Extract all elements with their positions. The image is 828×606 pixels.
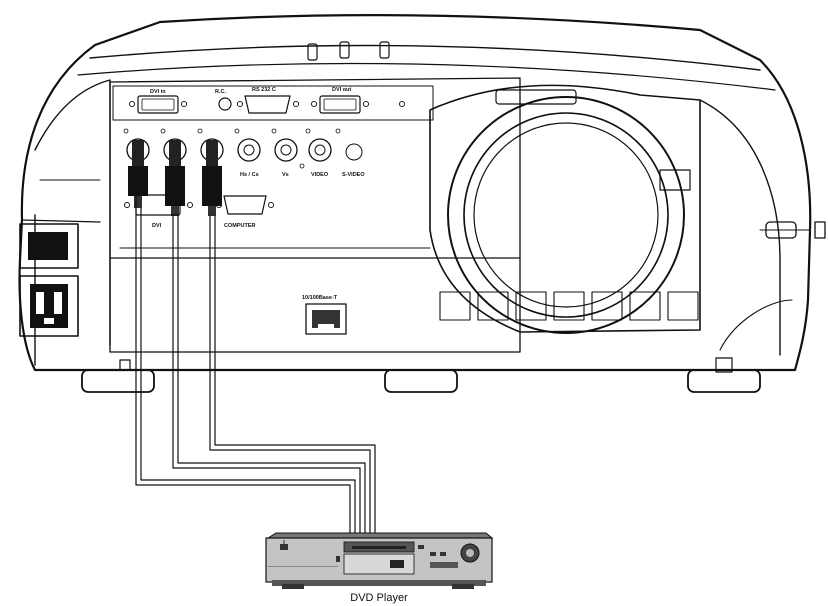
label-dvi-out: DVI out <box>332 87 351 93</box>
display-panel <box>343 553 415 575</box>
label-hs-cs: Hs / Cs <box>240 172 259 178</box>
power-button-icon <box>280 544 288 550</box>
label-dvi-in: DVI in <box>150 89 166 95</box>
label-computer: COMPUTER <box>224 223 256 229</box>
svideo-port <box>345 143 363 161</box>
dvd-player <box>265 532 494 589</box>
projector-feet <box>81 357 761 393</box>
label-video: VIDEO <box>311 172 329 178</box>
computer-port <box>215 195 275 215</box>
power-inlet <box>19 275 79 337</box>
label-rs232c: RS 232 C <box>252 87 276 93</box>
dvd-player-caption: DVD Player <box>350 592 408 604</box>
dvi-out-port <box>310 95 406 114</box>
network-port <box>305 303 347 335</box>
dvi-in-port <box>128 95 188 114</box>
label-svideo: S-VIDEO <box>342 172 365 178</box>
rc-port <box>218 97 232 111</box>
label-dvi: DVI <box>152 223 162 229</box>
rs232c-port <box>236 95 300 114</box>
label-vs: Vs <box>282 172 289 178</box>
bnc-plugs <box>128 140 222 216</box>
component-video-cables <box>135 207 376 541</box>
label-rc: R.C. <box>215 89 226 95</box>
label-network: 10/100Base-T <box>302 295 338 301</box>
projector: DVI in R.C. RS 232 C DVI out <box>18 14 826 393</box>
power-switch <box>19 223 79 269</box>
bnc-connectors <box>123 128 341 169</box>
dvi-port <box>123 194 194 216</box>
vent-ribs <box>439 291 699 321</box>
